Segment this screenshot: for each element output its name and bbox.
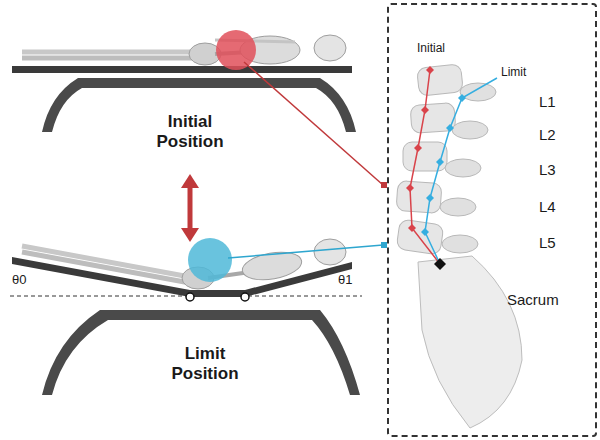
curve-point: [426, 194, 434, 202]
hinge: [186, 293, 194, 301]
vertebra-process: [452, 121, 488, 139]
skeleton-leg: [22, 252, 190, 283]
inset-label: L2: [539, 126, 556, 144]
inset-label: Initial: [417, 41, 445, 55]
skeleton-leg: [22, 56, 200, 61]
vertebra-process: [440, 198, 476, 216]
inset-box: InitialLimitL1L2L3L4L5Sacrum: [387, 3, 597, 437]
curve-point: [426, 66, 434, 74]
curve-point: [446, 124, 454, 132]
skeleton-leg: [22, 246, 190, 277]
skeleton-skull: [314, 239, 346, 265]
inset-label: L4: [539, 198, 556, 216]
hinge: [241, 293, 249, 301]
skeleton-ribcage: [240, 248, 304, 284]
skeleton-leg: [22, 50, 200, 55]
curve-point: [436, 158, 444, 166]
curve-point: [458, 94, 466, 102]
vertebra-process: [445, 159, 481, 177]
curve-point: [421, 228, 429, 236]
vertebra-body: [403, 142, 447, 171]
arrow-head: [181, 228, 199, 242]
sacrum-point: [434, 258, 446, 270]
bench-legs: [42, 310, 360, 395]
curve-point: [406, 184, 414, 192]
vertebra-body: [410, 102, 456, 133]
limit-curve: [425, 78, 497, 264]
position-label: Limit Position: [150, 344, 260, 385]
leader-line: [244, 62, 383, 185]
bench-board: [190, 290, 245, 297]
arrow-head: [181, 174, 199, 188]
angle-label: θ1: [338, 272, 368, 288]
transition-arrow: [188, 186, 193, 230]
inset-label: L1: [539, 93, 556, 111]
curve-point: [414, 144, 422, 152]
lumbar-highlight-limit: [188, 238, 232, 282]
sacrum-bone: [418, 256, 522, 428]
inset-label: L5: [539, 234, 556, 252]
curve-point: [421, 106, 429, 114]
angle-label: θ0: [12, 272, 42, 288]
inset-label: L3: [539, 161, 556, 179]
initial-curve: [410, 70, 440, 264]
vertebra-process: [442, 235, 478, 253]
vertebra-body: [396, 181, 442, 214]
inset-label: Sacrum: [507, 291, 559, 309]
vertebra-body: [417, 64, 464, 96]
skeleton-skull: [314, 35, 346, 61]
curve-point: [408, 224, 416, 232]
inset-label: Limit: [501, 65, 526, 79]
position-label: Initial Position: [145, 112, 235, 153]
vertebra-body: [396, 219, 444, 255]
lumbar-highlight-initial: [216, 30, 256, 70]
bench-board: [12, 66, 352, 73]
leader-line: [228, 245, 383, 258]
